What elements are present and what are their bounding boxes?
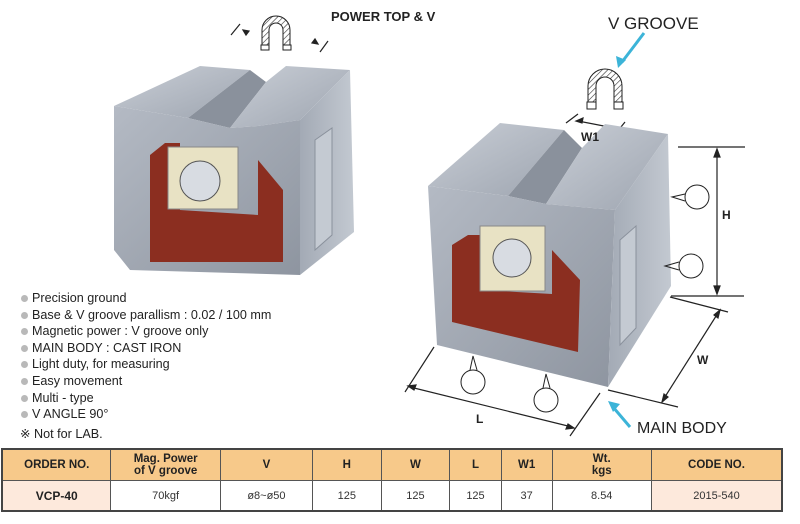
col-weight: Wt.kgs <box>551 448 652 481</box>
cell-mag-power: 70kgf <box>110 480 221 512</box>
col-l: L <box>449 448 502 481</box>
feature-item: Precision ground <box>20 290 271 307</box>
col-w1: W1 <box>500 448 553 481</box>
col-code-no: CODE NO. <box>650 448 783 481</box>
bullet-icon <box>21 328 28 336</box>
feature-item: Multi - type <box>20 390 271 407</box>
w-dimension <box>607 296 729 408</box>
cell-w1: 37 <box>500 480 553 512</box>
bullet-icon <box>21 411 28 419</box>
cell-order-no: VCP-40 <box>1 480 112 512</box>
bullet-icon <box>21 344 28 352</box>
col-h: H <box>312 448 382 481</box>
right-v-block <box>428 123 671 387</box>
bullet-icon <box>21 394 28 402</box>
dim-w-label: W <box>697 353 709 367</box>
magnet-icon <box>260 15 292 51</box>
bullet-icon <box>21 361 28 369</box>
cell-h: 125 <box>312 480 382 512</box>
lab-note: ※ Not for LAB. <box>20 427 103 441</box>
v-groove-arrow-icon <box>616 32 646 68</box>
v-groove-label: V GROOVE <box>608 14 699 33</box>
dim-h-label: H <box>722 208 731 222</box>
col-v: V <box>219 448 314 481</box>
col-order-no: ORDER NO. <box>1 448 112 481</box>
col-w: W <box>380 448 451 481</box>
l-dimension <box>404 346 601 437</box>
table-row: VCP-40 70kgf ø8~ø50 125 125 125 37 8.54 … <box>1 480 783 512</box>
cell-l: 125 <box>449 480 502 512</box>
cell-code-no: 2015-540 <box>650 480 783 512</box>
feature-list: Precision ground Base & V groove paralli… <box>20 290 271 423</box>
magnet-icon <box>586 68 624 110</box>
bullet-icon <box>21 311 28 319</box>
feature-item: Light duty, for measuring <box>20 356 271 373</box>
cell-v: ø8~ø50 <box>219 480 314 512</box>
bullet-icon <box>21 377 28 385</box>
main-body-arrow-icon <box>608 401 632 428</box>
feature-item: Base & V groove parallism : 0.02 / 100 m… <box>20 307 271 324</box>
dim-w1-label: W1 <box>581 130 599 144</box>
main-body-label: MAIN BODY <box>637 420 727 437</box>
feature-item: Magnetic power : V groove only <box>20 323 271 340</box>
feature-item: MAIN BODY : CAST IRON <box>20 340 271 357</box>
width-indicator <box>230 23 329 53</box>
feature-item: Easy movement <box>20 373 271 390</box>
cell-w: 125 <box>380 480 451 512</box>
power-top-title: POWER TOP & V <box>331 9 436 24</box>
dim-l-label: L <box>476 412 484 426</box>
dial-gauge-icon <box>533 373 559 413</box>
dial-gauge-icon <box>670 184 710 210</box>
h-dimension <box>671 146 745 297</box>
left-v-block <box>114 66 354 275</box>
dimension-diagram <box>404 32 745 437</box>
power-top-v-block-illustration <box>114 15 354 275</box>
dial-gauge-icon <box>663 253 704 279</box>
bullet-icon <box>21 295 28 302</box>
cell-weight: 8.54 <box>551 480 652 512</box>
feature-item: V ANGLE 90° <box>20 406 271 423</box>
dial-gauge-icon <box>460 355 486 395</box>
